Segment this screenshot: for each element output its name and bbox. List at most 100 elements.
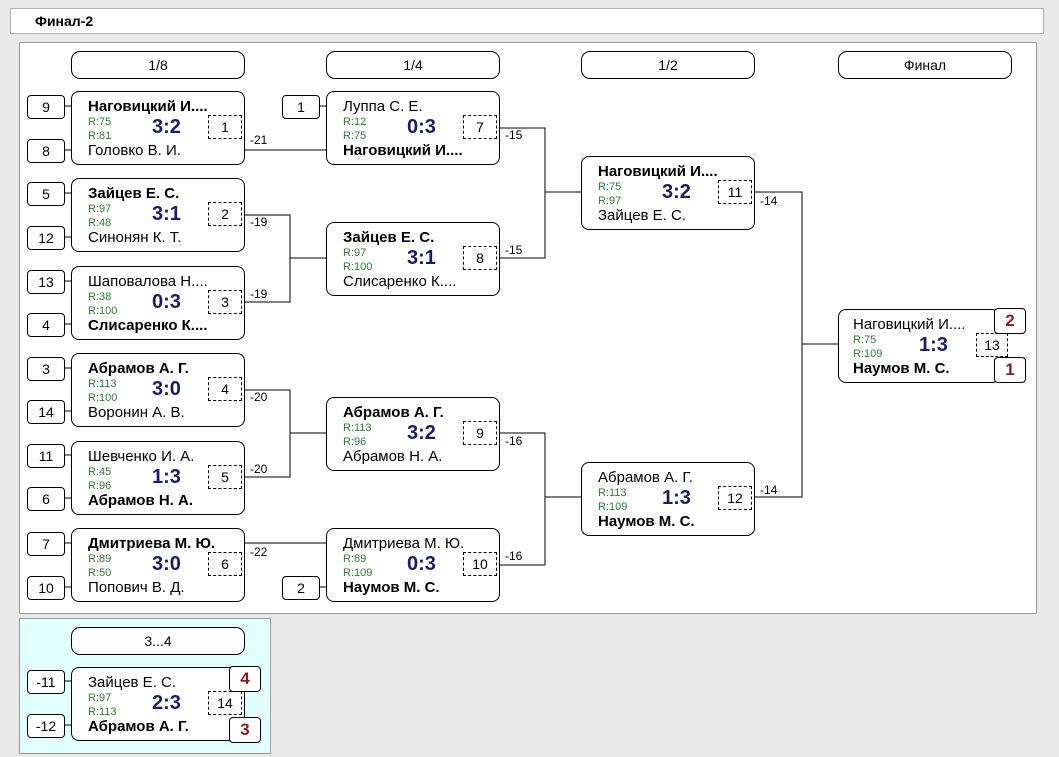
- match-card[interactable]: Дмитриева М. Ю. R:89 R:50 3:0 6 Попович …: [71, 528, 245, 602]
- match-card[interactable]: Дмитриева М. Ю. R:89 R:109 0:3 10 Наумов…: [326, 528, 500, 602]
- player-name: Наговицкий И....: [88, 98, 208, 115]
- match-card[interactable]: Абрамов А. Г. R:113 R:100 3:0 4 Воронин …: [71, 353, 245, 427]
- match-number: 7: [463, 115, 497, 139]
- match-number: 8: [463, 246, 497, 270]
- seed-box: 1: [282, 95, 320, 119]
- match-card-final[interactable]: Наговицкий И.... R:75 R:109 1:3 13 Наумо…: [838, 309, 1008, 383]
- seed-box: 10: [27, 576, 65, 600]
- player-rating: R:113: [343, 422, 372, 434]
- player-name: Зайцев Е. С.: [343, 229, 435, 246]
- rating-diff: -16: [505, 434, 523, 448]
- match-card-third-place[interactable]: Зайцев Е. С. R:97 R:113 2:3 14 Абрамов А…: [71, 667, 245, 741]
- match-card[interactable]: Луппа С. Е. R:12 R:75 0:3 7 Наговицкий И…: [326, 91, 500, 165]
- rating-diff: -16: [505, 549, 523, 563]
- player-name: Абрамов Н. А.: [88, 492, 194, 509]
- match-number: 11: [718, 180, 752, 204]
- player-name: Луппа С. Е.: [343, 98, 423, 115]
- match-score: 3:0: [152, 553, 181, 575]
- seed-box: 11: [27, 444, 65, 468]
- rating-diff: -14: [760, 194, 778, 208]
- match-card[interactable]: Наговицкий И.... R:75 R:97 3:2 11 Зайцев…: [581, 156, 755, 230]
- match-card[interactable]: Шаповалова Н.... R:38 R:100 0:3 3 Слисар…: [71, 266, 245, 340]
- match-number: 14: [208, 691, 242, 715]
- player-rating: R:75: [853, 334, 877, 346]
- round-label-1-8: 1/8: [71, 51, 245, 79]
- player-rating: R:89: [343, 553, 367, 565]
- player-name: Дмитриева М. Ю.: [88, 535, 216, 552]
- place-badge: 3: [229, 717, 261, 743]
- player-name: Наговицкий И....: [853, 316, 966, 333]
- player-name: Зайцев Е. С.: [88, 185, 180, 202]
- player-rating: R:100: [88, 305, 118, 317]
- match-score: 3:2: [407, 422, 436, 444]
- seed-box: 4: [27, 313, 65, 337]
- match-number: 12: [718, 486, 752, 510]
- player-name: Абрамов А. Г.: [88, 718, 189, 735]
- match-number: 9: [463, 421, 497, 445]
- match-number: 4: [208, 377, 242, 401]
- match-number: 2: [208, 202, 242, 226]
- rating-diff: -22: [250, 545, 268, 559]
- player-name: Наумов М. С.: [343, 579, 440, 596]
- rating-diff: -19: [250, 287, 268, 301]
- player-rating: R:45: [88, 466, 112, 478]
- match-score: 3:2: [152, 116, 181, 138]
- match-score: 1:3: [662, 487, 691, 509]
- player-name: Дмитриева М. Ю.: [343, 535, 465, 552]
- seed-box: 2: [282, 576, 320, 600]
- match-score: 0:3: [407, 553, 436, 575]
- player-rating: R:113: [598, 487, 627, 499]
- match-score: 3:2: [662, 181, 691, 203]
- match-card[interactable]: Абрамов А. Г. R:113 R:96 3:2 9 Абрамов Н…: [326, 397, 500, 471]
- seed-box: 6: [27, 487, 65, 511]
- title-bar: Финал-2: [10, 8, 1044, 34]
- player-rating: R:12: [343, 116, 367, 128]
- match-score: 0:3: [152, 291, 181, 313]
- seed-box: 13: [27, 270, 65, 294]
- rating-diff: -20: [250, 462, 268, 476]
- player-name: Абрамов А. Г.: [88, 360, 189, 377]
- player-rating: R:113: [88, 706, 117, 718]
- player-name: Наумов М. С.: [598, 513, 695, 530]
- round-label-1-4: 1/4: [326, 51, 500, 79]
- place-badge: 1: [994, 357, 1026, 383]
- player-name: Шаповалова Н....: [88, 273, 208, 290]
- player-rating: R:96: [343, 436, 367, 448]
- match-score: 3:0: [152, 378, 181, 400]
- player-rating: R:100: [343, 261, 373, 273]
- player-name: Слисаренко К....: [88, 317, 208, 334]
- match-card[interactable]: Абрамов А. Г. R:113 R:109 1:3 12 Наумов …: [581, 462, 755, 536]
- match-number: 6: [208, 552, 242, 576]
- player-name: Попович В. Д.: [88, 579, 185, 596]
- seed-box: 3: [27, 357, 65, 381]
- match-card[interactable]: Зайцев Е. С. R:97 R:48 3:1 2 Синонян К. …: [71, 178, 245, 252]
- match-card[interactable]: Шевченко И. А. R:45 R:96 1:3 5 Абрамов Н…: [71, 441, 245, 515]
- player-rating: R:38: [88, 291, 112, 303]
- player-rating: R:109: [598, 501, 628, 513]
- player-rating: R:97: [88, 203, 112, 215]
- match-score: 1:3: [152, 466, 181, 488]
- rating-diff: -14: [760, 483, 778, 497]
- player-name: Наумов М. С.: [853, 360, 950, 377]
- player-rating: R:50: [88, 567, 112, 579]
- match-number: 10: [463, 552, 497, 576]
- player-name: Абрамов А. Г.: [343, 404, 444, 421]
- player-rating: R:89: [88, 553, 112, 565]
- player-name: Наговицкий И....: [343, 142, 463, 159]
- seed-box: 14: [27, 400, 65, 424]
- player-name: Зайцев Е. С.: [88, 674, 177, 691]
- round-label-1-2: 1/2: [581, 51, 755, 79]
- player-rating: R:97: [343, 247, 367, 259]
- match-card[interactable]: Зайцев Е. С. R:97 R:100 3:1 8 Слисаренко…: [326, 222, 500, 296]
- match-number: 13: [976, 333, 1008, 357]
- player-rating: R:109: [343, 567, 373, 579]
- seed-box: 5: [27, 182, 65, 206]
- player-name: Слисаренко К....: [343, 273, 457, 290]
- player-rating: R:48: [88, 217, 112, 229]
- player-rating: R:113: [88, 378, 117, 390]
- rating-diff: -19: [250, 215, 268, 229]
- match-score: 3:1: [152, 203, 181, 225]
- player-rating: R:97: [598, 195, 622, 207]
- match-card[interactable]: Наговицкий И.... R:75 R:81 3:2 1 Головко…: [71, 91, 245, 165]
- player-name: Шевченко И. А.: [88, 448, 195, 465]
